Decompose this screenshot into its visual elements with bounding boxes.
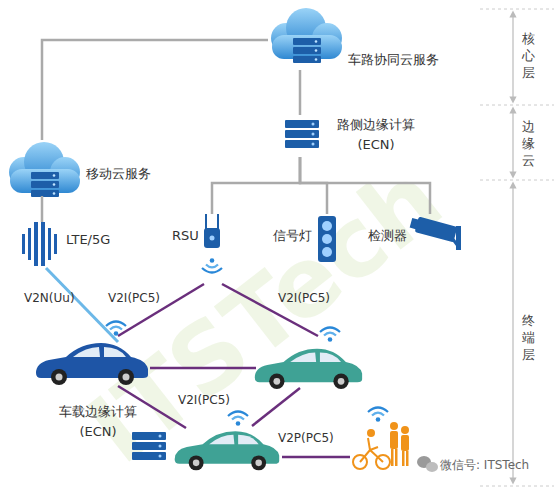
cloud-service: 车路协同云服务 [268, 8, 468, 70]
detector-camera: 检测器 [368, 214, 468, 250]
layer-label: 核心层 [522, 30, 538, 81]
footer-note: 微信号: ITSTech [440, 457, 529, 473]
node-text: RSU [172, 228, 206, 244]
link-label: V2I(PC5) [278, 290, 330, 306]
node-text: 路侧边缘计算 (ECN) [333, 115, 419, 155]
node-text: LTE/5G [66, 232, 118, 248]
edge-server: 路侧边缘计算 (ECN) [283, 115, 423, 157]
link-label: V2N(Uu) [24, 290, 75, 306]
network-link [41, 196, 44, 222]
link-label: V2I(PC5) [108, 290, 160, 306]
node-text: 移动云服务 [86, 166, 166, 182]
vehicle-edge-server: 车载边缘计算 (ECN) [52, 402, 177, 454]
node-text: 检测器 [368, 228, 412, 244]
node-text: 车载边缘计算 (ECN) [52, 402, 144, 442]
network-link [299, 70, 302, 115]
base-station: LTE/5G [18, 222, 118, 266]
link-label: V2I(PC5) [178, 392, 230, 408]
roadside-unit: RSU [170, 214, 228, 276]
network-link [42, 40, 268, 140]
layer-label: 终端层 [522, 312, 538, 363]
traffic-light: 信号灯 [273, 214, 339, 264]
network-link [212, 157, 300, 214]
node-text: 车路协同云服务 [348, 52, 466, 68]
node-text: 信号灯 [273, 228, 317, 244]
link-label: V2P(PC5) [278, 430, 334, 446]
cloud-service: 移动云服务 [8, 140, 168, 196]
layer-label: 边缘云 [522, 118, 538, 169]
